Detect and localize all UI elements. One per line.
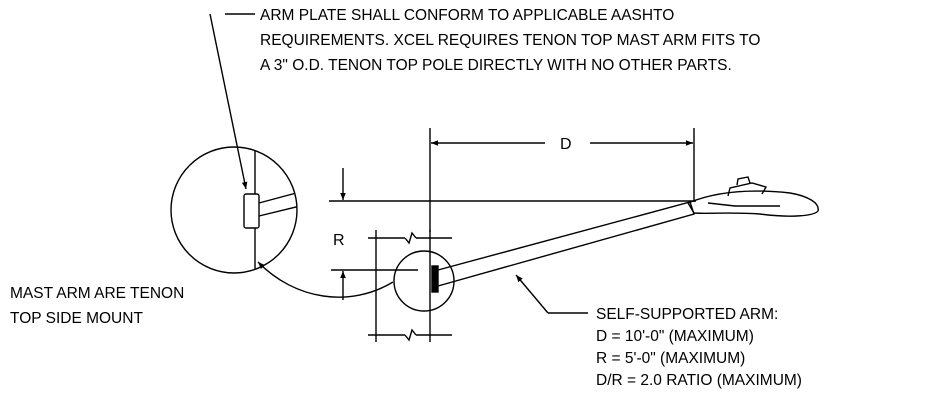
dimension-r bbox=[329, 168, 696, 300]
left-note-line: MAST ARM ARE TENON bbox=[10, 285, 184, 302]
luminaire-head bbox=[686, 176, 819, 217]
right-note-line: D = 10'-0" (MAXIMUM) bbox=[596, 328, 754, 345]
right-note-line: R = 5'-0" (MAXIMUM) bbox=[596, 350, 745, 367]
top-note-line: A 3" O.D. TENON TOP POLE DIRECTLY WITH N… bbox=[260, 57, 732, 74]
arm-plate bbox=[243, 193, 260, 229]
dimension-r-label: R bbox=[333, 232, 345, 249]
detail-callout-arrow bbox=[257, 261, 394, 298]
dimension-d bbox=[429, 128, 695, 232]
right-note-line: SELF-SUPPORTED ARM: bbox=[596, 306, 778, 323]
mast-arm bbox=[437, 201, 695, 287]
top-note: ARM PLATE SHALL CONFORM TO APPLICABLE AA… bbox=[260, 7, 760, 74]
right-note-line: D/R = 2.0 RATIO (MAXIMUM) bbox=[596, 372, 802, 389]
left-note-line: TOP SIDE MOUNT bbox=[10, 310, 143, 327]
left-note: MAST ARM ARE TENON TOP SIDE MOUNT bbox=[10, 285, 184, 327]
dimension-d-label: D bbox=[560, 136, 572, 153]
pole-section bbox=[368, 230, 452, 342]
tenon-detail-circle bbox=[393, 250, 455, 312]
detail-circle bbox=[170, 146, 298, 274]
tenon-plate bbox=[431, 265, 439, 293]
top-note-leader bbox=[209, 13, 255, 190]
right-note: SELF-SUPPORTED ARM: D = 10'-0" (MAXIMUM)… bbox=[596, 306, 802, 389]
top-note-line: REQUIREMENTS. XCEL REQUIRES TENON TOP MA… bbox=[260, 32, 760, 49]
top-note-line: ARM PLATE SHALL CONFORM TO APPLICABLE AA… bbox=[260, 7, 674, 24]
arm-note-leader bbox=[515, 274, 588, 314]
